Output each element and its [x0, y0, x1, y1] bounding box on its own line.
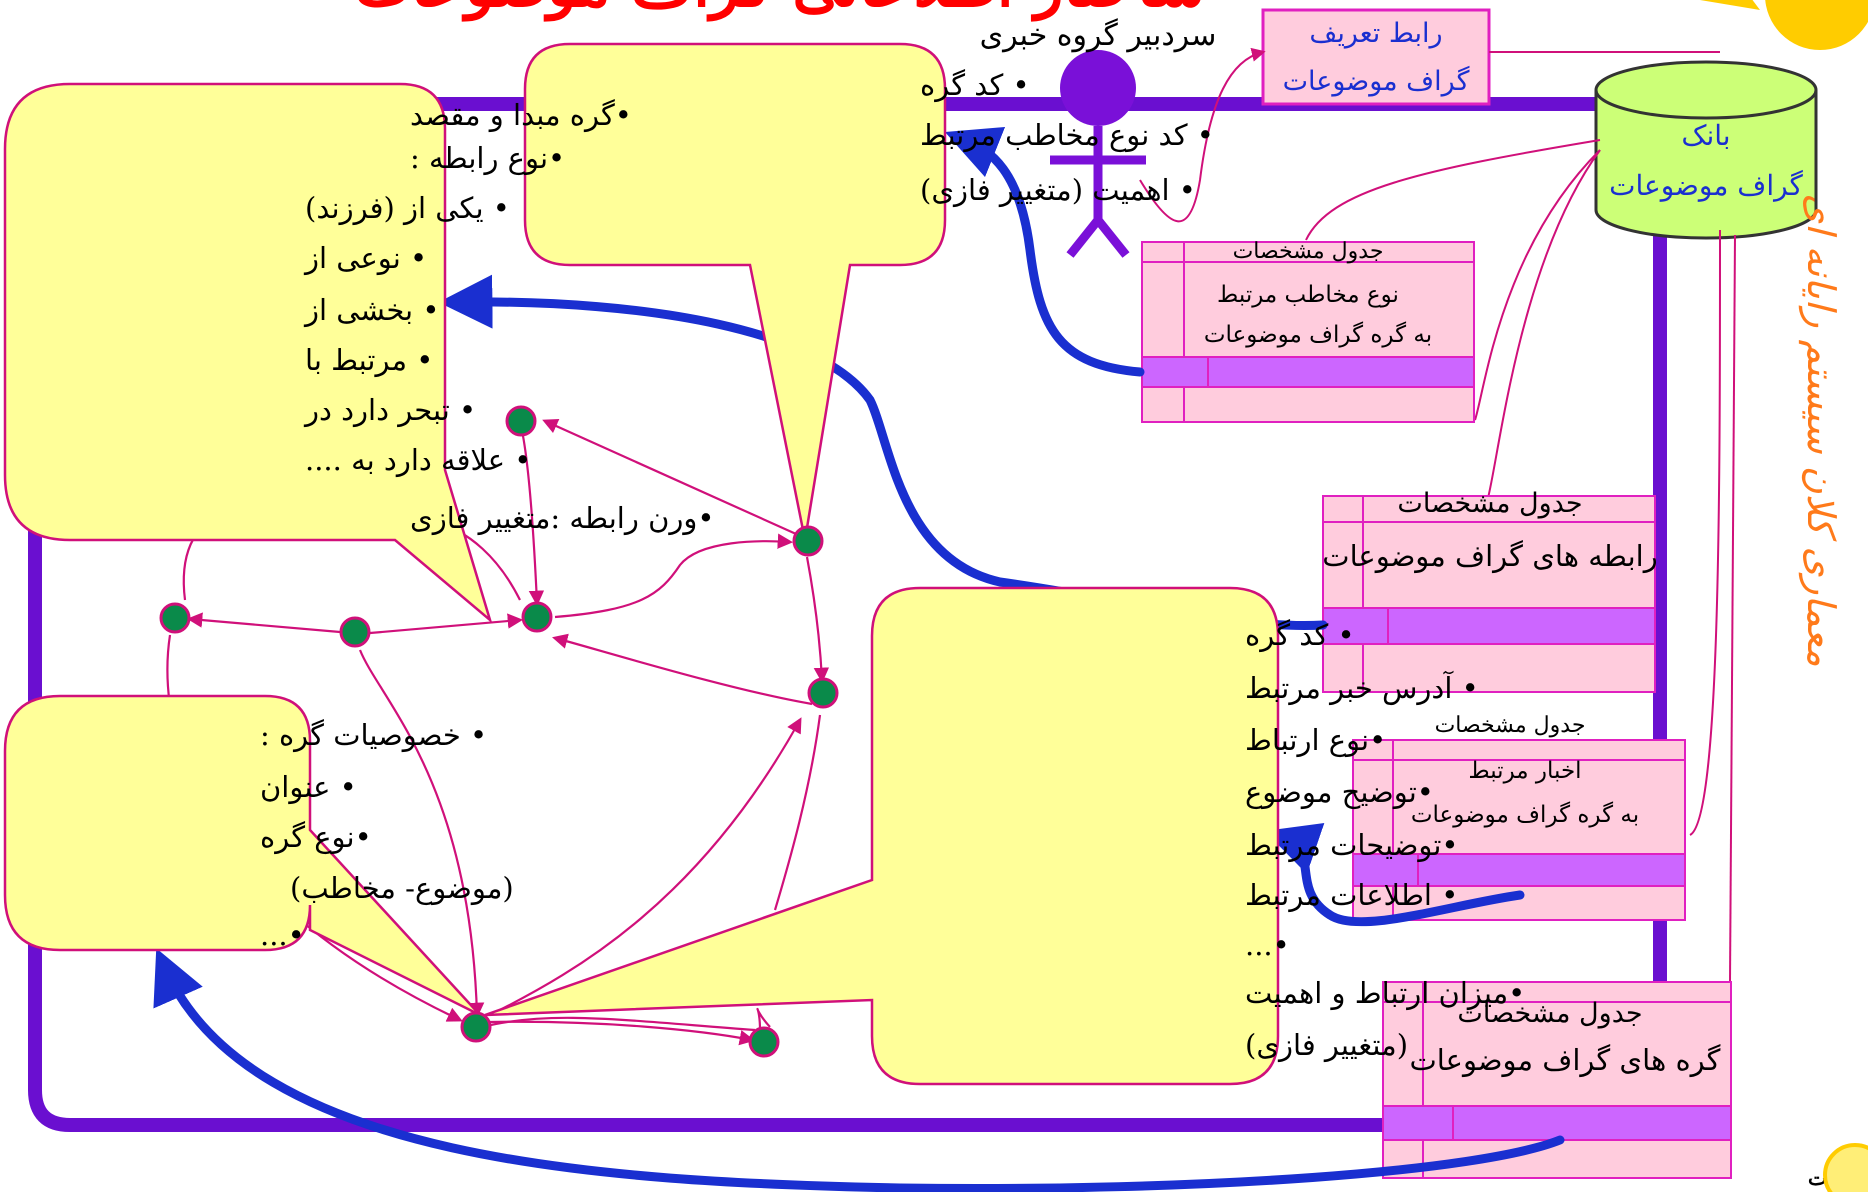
table-news: جدول مشخصات اخبار مرتبط به گره گراف موضو… — [1352, 713, 1686, 921]
interface-label-2: گراف موضوعات — [1283, 65, 1470, 97]
relation-line-2: • یکی از (فرزند) — [305, 191, 510, 226]
table-relations: جدول مشخصات رابطه های گراف موضوعات — [1322, 488, 1658, 693]
graph-node — [521, 601, 553, 633]
graph-node — [807, 677, 839, 709]
editor-actor-icon — [1050, 50, 1146, 258]
callout-relation — [3, 82, 493, 624]
relation-line-8: •ورن رابطه :متغییر فازی — [410, 501, 715, 536]
news-line-7: •میزان ارتباط و اهمیت — [1245, 976, 1525, 1011]
news-line-1: • آدرس خبر مرتبط — [1245, 671, 1479, 706]
org-logo-icon — [1823, 1143, 1868, 1192]
table-news-line2: به گره گراف موضوعات — [1411, 801, 1639, 828]
graph-node — [159, 602, 191, 634]
table-news-line1: اخبار مرتبط — [1468, 758, 1581, 784]
callout-node-props-text: • خصوصیات گره : • عنوان •نوع گره (موضوع-… — [260, 718, 514, 952]
news-line-2: •نوع ارتباط — [1245, 723, 1386, 758]
props-line-4: •... — [260, 918, 305, 952]
connector-lines — [1139, 47, 1736, 983]
table-nodes-header: جدول مشخصات — [1457, 998, 1642, 1029]
graph-node — [339, 616, 371, 648]
relation-line-0: •گره مبدا و مقصد — [410, 98, 632, 133]
sun-decoration-icon — [1700, 0, 1868, 50]
relation-line-4: • بخشی از — [303, 293, 439, 328]
audience-line-0: • کد گره — [920, 68, 1030, 103]
news-line-6: •... — [1245, 928, 1290, 962]
table-nodes: جدول مشخصات گره های گراف موضوعات — [1382, 981, 1732, 1179]
table-audience-header: جدول مشخصات — [1233, 239, 1384, 264]
table-relations-line1: رابطه های گراف موضوعات — [1322, 539, 1657, 574]
table-nodes-line1: گره های گراف موضوعات — [1410, 1043, 1721, 1078]
table-audience-line2: به گره گراف موضوعات — [1204, 321, 1432, 348]
database-label-1: بانک — [1681, 119, 1730, 152]
table-audience-line1: نوع مخاطب مرتبط — [1217, 282, 1399, 308]
relation-line-3: • نوعی از — [303, 241, 427, 276]
graph-node — [792, 525, 824, 557]
blue-arrows — [153, 126, 1565, 1192]
relation-line-5: • مرتبط با — [305, 343, 433, 378]
table-audience: جدول مشخصات نوع مخاطب مرتبط به گره گراف … — [1141, 239, 1475, 423]
callout-node-props — [3, 694, 481, 1017]
audience-line-2: • اهمیت (متغییر فازی) — [920, 173, 1196, 208]
interface-label-1: رابط تعریف — [1309, 18, 1442, 49]
vertical-caption: معماری کلان سیستم رایانه ای — [1798, 193, 1843, 667]
arrow-news-to-callout — [1264, 823, 1525, 927]
news-line-0: • کد گره — [1245, 618, 1355, 653]
arrow-audience-to-callout — [944, 126, 1145, 377]
news-line-5: • اطلاعات مرتبط — [1245, 878, 1458, 913]
arrow-nodes-to-callout — [153, 948, 1565, 1192]
audience-line-1: • کد نوع مخاطب مرتبط — [920, 118, 1214, 153]
news-line-8: (متغییر فازی) — [1245, 1028, 1408, 1063]
relation-line-6: • تبحر دارد در — [303, 393, 476, 428]
relation-line-1: •نوع رابطه : — [410, 141, 565, 176]
table-news-header: جدول مشخصات — [1435, 713, 1586, 738]
interface-box: رابط تعریف گراف موضوعات — [1261, 8, 1491, 106]
callout-node-audience-text: • کد گره • کد نوع مخاطب مرتبط • اهمیت (م… — [920, 68, 1214, 208]
props-line-0: • خصوصیات گره : — [260, 718, 487, 753]
actor-label: سردبیر گروه خبری — [980, 18, 1217, 53]
callout-relation-text: •گره مبدا و مقصد •نوع رابطه : • یکی از (… — [303, 98, 715, 536]
graph-node — [505, 405, 537, 437]
graph-edges — [166, 419, 830, 1046]
graph-node — [460, 1011, 492, 1043]
callout-link-news-text: • کد گره • آدرس خبر مرتبط •نوع ارتباط •ت… — [1245, 618, 1525, 1063]
props-line-3: (موضوع- مخاطب) — [290, 871, 514, 906]
news-line-3: •توضیح موضوع — [1245, 775, 1434, 810]
graph-node — [748, 1026, 780, 1058]
callout-link-news — [484, 586, 1280, 1086]
table-relations-header: جدول مشخصات — [1397, 488, 1582, 519]
props-line-1: • عنوان — [260, 770, 357, 805]
page-title: ساختار اطلاعاتی گراف موضوعات — [355, 0, 1206, 22]
relation-line-7: • علاقه دارد به .... — [305, 443, 531, 478]
graph-nodes — [159, 405, 839, 1058]
props-line-2: •نوع گره — [260, 820, 372, 855]
news-line-4: •توضیحات مرتبط — [1245, 828, 1459, 863]
callout-node-audience — [523, 42, 947, 541]
database-label-2: گراف موضوعات — [1609, 169, 1803, 202]
topic-graph-database: بانک گراف موضوعات — [1594, 60, 1818, 240]
